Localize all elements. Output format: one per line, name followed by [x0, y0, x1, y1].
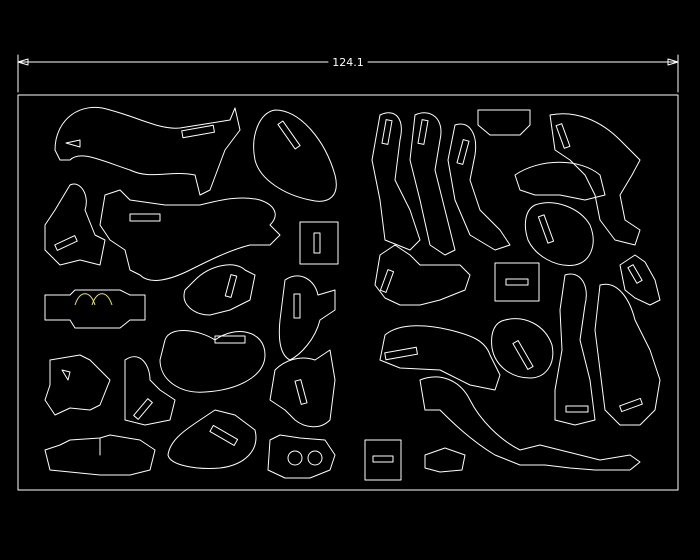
piece-leg-right-far[interactable]: [594, 283, 661, 426]
piece-leg-lower[interactable]: [124, 356, 176, 426]
piece-claw-right[interactable]: [374, 244, 471, 306]
width-dimension: 124.1: [17, 54, 679, 93]
piece-tail-curve-right[interactable]: [419, 376, 641, 471]
piece-tail-bottom[interactable]: [267, 434, 336, 479]
piece-body-middle[interactable]: [99, 189, 281, 281]
piece-leg-middle[interactable]: [278, 275, 336, 361]
piece-bar-bottom[interactable]: [44, 434, 156, 476]
piece-tab-top[interactable]: [477, 109, 531, 136]
piece-tail-left[interactable]: [44, 354, 111, 416]
piece-paw-left[interactable]: [44, 183, 106, 266]
dimension-label: 124.1: [332, 56, 364, 69]
piece-heart[interactable]: [159, 330, 266, 393]
piece-slot-square-left[interactable]: [299, 221, 339, 265]
piece-curve-right[interactable]: [514, 161, 606, 201]
piece-leg-right-lower[interactable]: [269, 349, 336, 428]
piece-slot-square-bottom[interactable]: [364, 439, 402, 481]
piece-leg-tall-1[interactable]: [371, 112, 421, 251]
piece-paw-bottom[interactable]: [167, 409, 257, 469]
piece-neck-right[interactable]: [549, 113, 641, 246]
piece-bone-left[interactable]: [44, 289, 146, 329]
piece-blob-right[interactable]: [491, 318, 554, 379]
piece-leg-tall-3[interactable]: [447, 123, 511, 251]
piece-oval-right[interactable]: [524, 202, 594, 266]
piece-claw-bottom[interactable]: [424, 447, 466, 473]
piece-leg-right-tall[interactable]: [554, 273, 596, 426]
piece-head-left[interactable]: [54, 106, 241, 196]
piece-paw-right-top[interactable]: [619, 254, 661, 306]
piece-slot-square-right[interactable]: [494, 262, 540, 302]
piece-leg-tall-2[interactable]: [409, 112, 456, 256]
sheet-border: [17, 94, 679, 491]
piece-foot-small[interactable]: [183, 264, 256, 316]
piece-body-long-right[interactable]: [379, 325, 501, 391]
piece-ear-oval[interactable]: [253, 109, 337, 202]
